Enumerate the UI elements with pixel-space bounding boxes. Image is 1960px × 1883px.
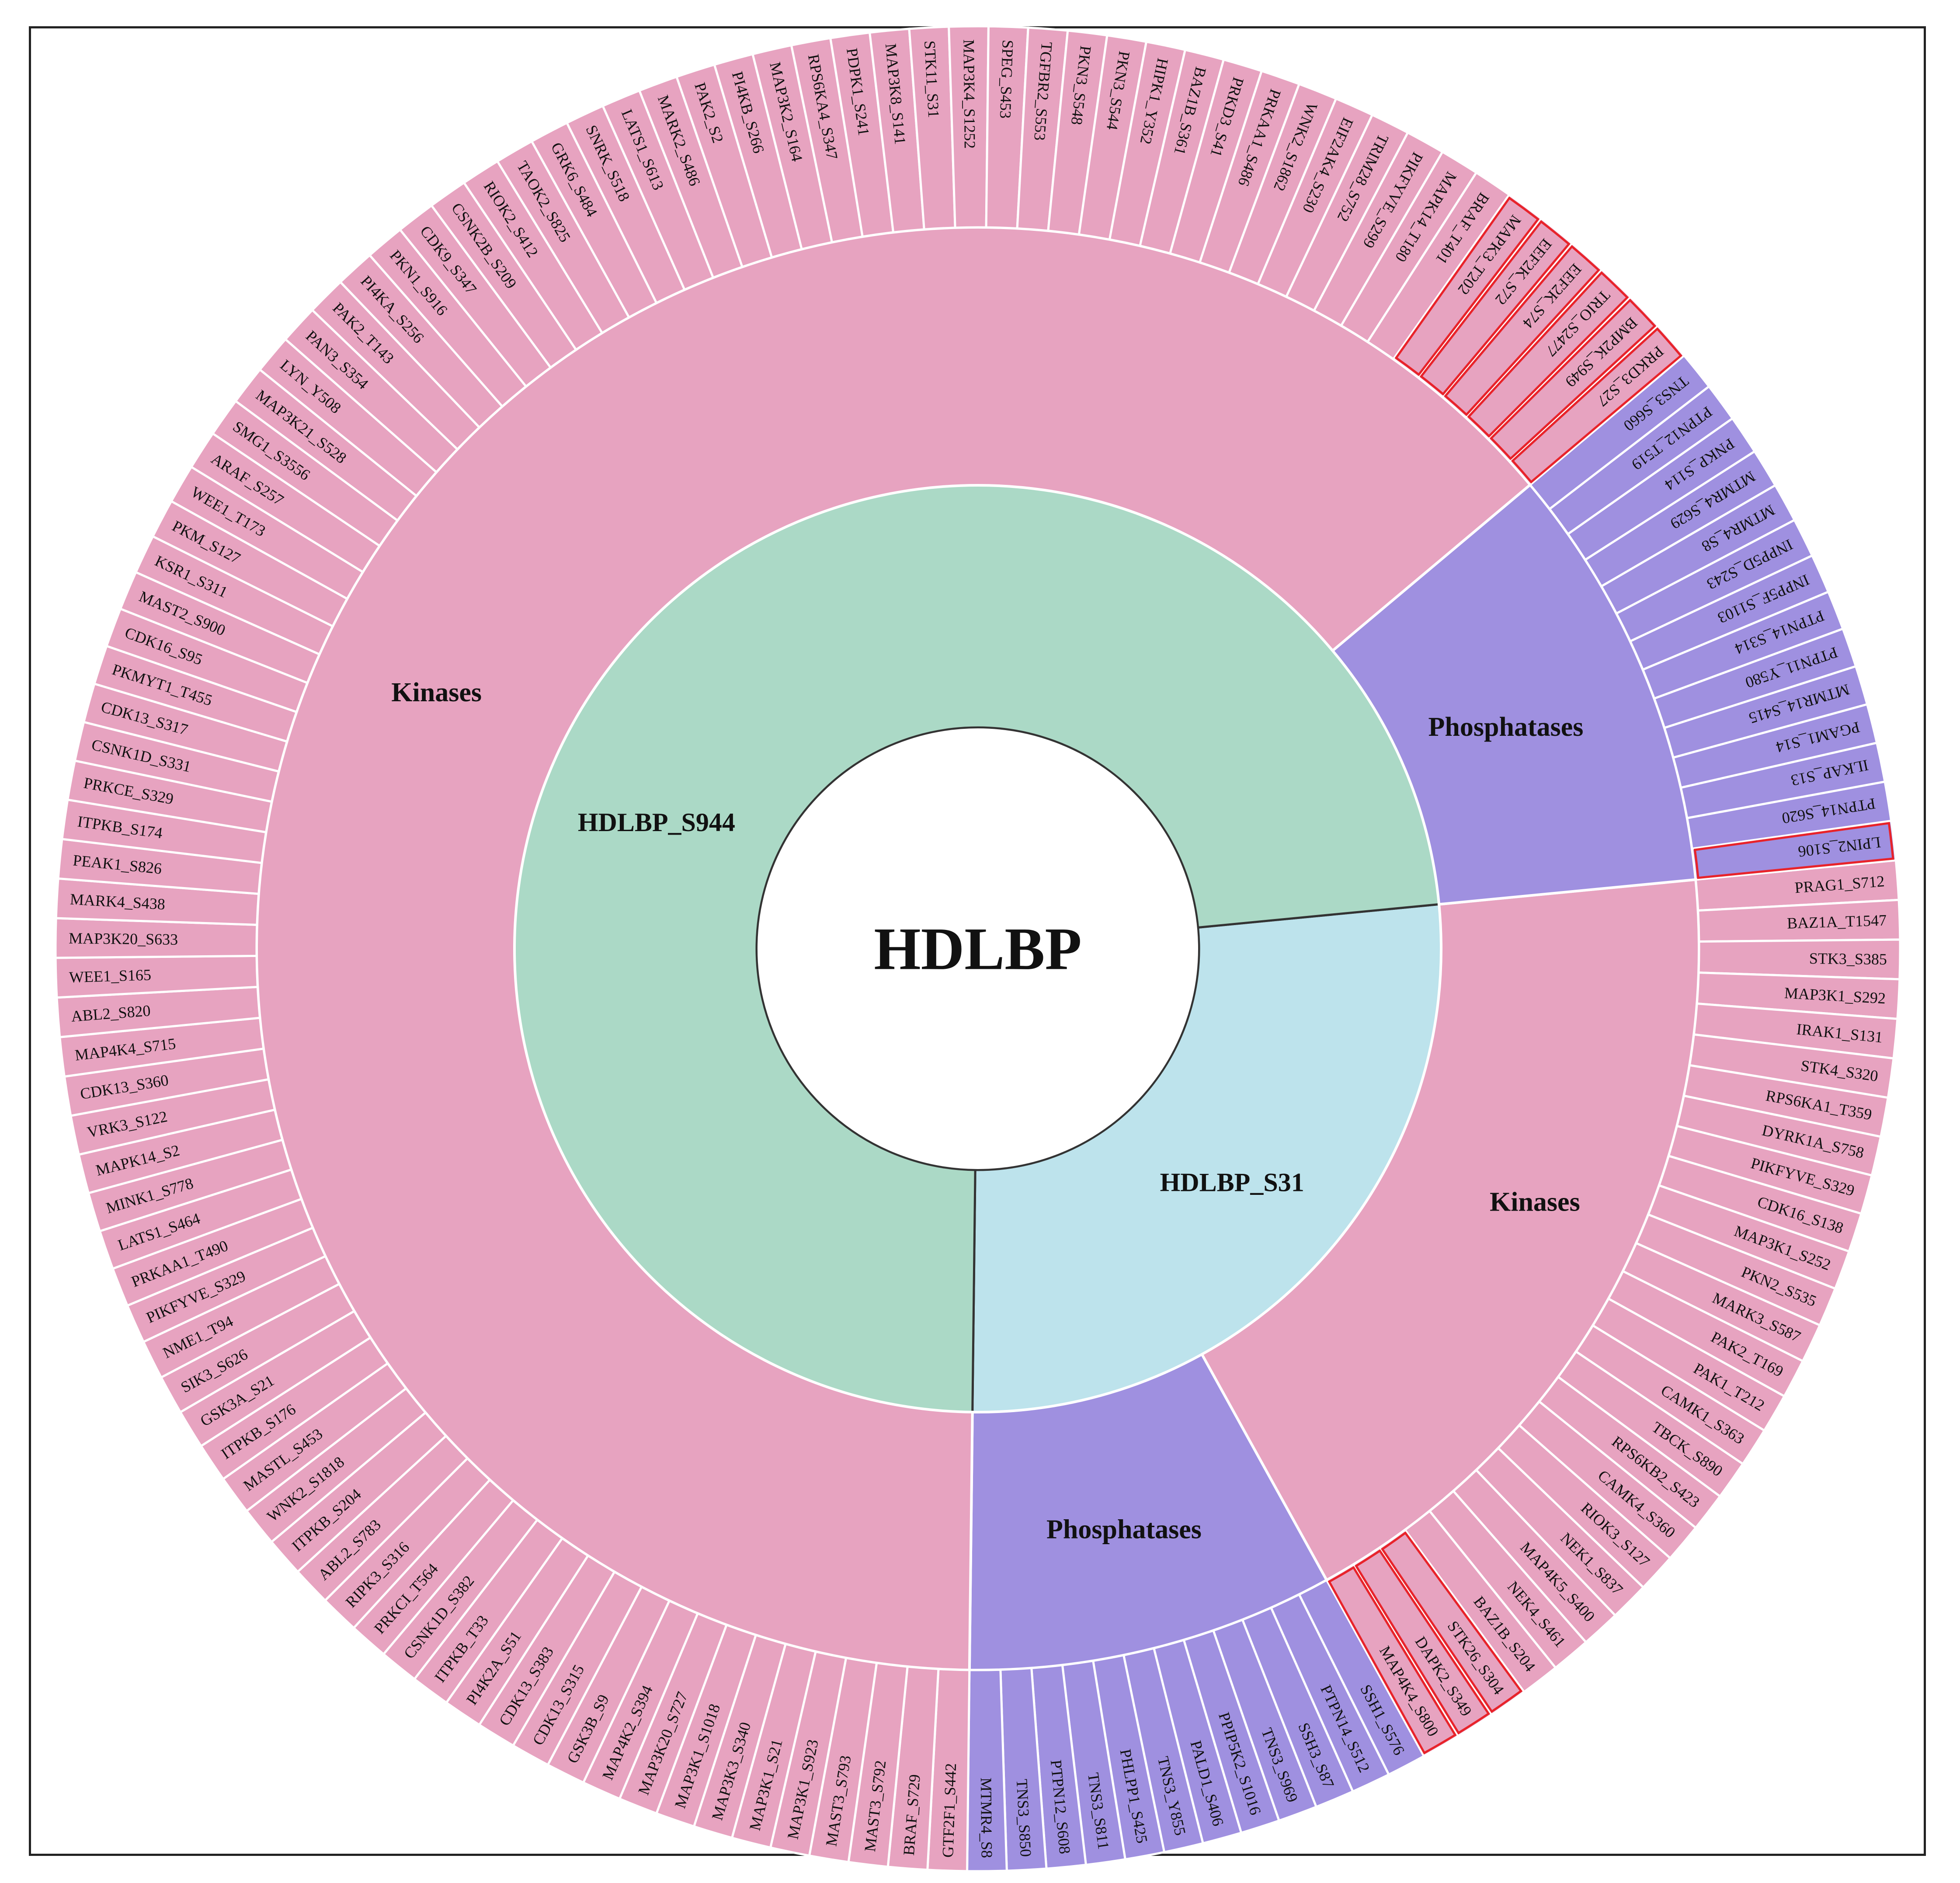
site-label-hdlbp-s944: HDLBP_S944 [578, 808, 735, 837]
category-label-hdlbp-s31-kinases: Kinases [1490, 1187, 1580, 1217]
leaf-label-baz1a-t1547: BAZ1A_T1547 [1786, 912, 1887, 932]
leaf-label-map3k20-s633: MAP3K20_S633 [69, 929, 178, 948]
leaf-wedge-lpin2-s106 [1691, 819, 1897, 881]
leaf-label-gtf2f1-s442: GTF2F1_S442 [939, 1763, 959, 1858]
category-label-hdlbp-s944-phosphatases: Phosphatases [1428, 712, 1584, 742]
leaf-label-speg-s453: SPEG_S453 [997, 39, 1017, 118]
highlight-box-eef2k-s72 [1419, 220, 1571, 396]
highlight-box-trio-s2477 [1467, 271, 1629, 438]
highlight-box-mapk3-t202 [1394, 196, 1540, 376]
category-label-hdlbp-s944-kinases: Kinases [391, 678, 482, 707]
highlight-box-eef2k-s74 [1444, 245, 1600, 416]
leaf-label-wee1-s165: WEE1_S165 [69, 966, 151, 986]
highlight-box-lpin2-s106 [1693, 821, 1894, 879]
leaf-label-stk11-s31: STK11_S31 [921, 40, 942, 118]
highlight-box-map4k4-s800 [1328, 1566, 1457, 1754]
highlight-boxes [1328, 196, 1894, 1754]
highlight-box-bmp2k-s949 [1489, 299, 1657, 460]
highlight-box-dapk2-s349 [1355, 1549, 1490, 1735]
center-label: HDLBP [874, 915, 1081, 982]
kinase-phosphatase-ring: PRAG1_S712BAZ1A_T1547STK3_S385MAP3K1_S29… [54, 25, 1901, 1873]
center-disc [756, 727, 1200, 1171]
leaf-label-map3k4-s1252: MAP3K4_S1252 [960, 39, 978, 149]
leaf-label-tns3-s850: TNS3_S850 [1013, 1779, 1035, 1857]
category-label-hdlbp-s31-phosphatases: Phosphatases [1046, 1515, 1202, 1545]
leaf-label-stk3-s385: STK3_S385 [1809, 950, 1887, 968]
leaf-label-mtmr4-s8: MTMR4_S8 [977, 1778, 996, 1858]
highlight-box-prkd3-s27 [1511, 327, 1682, 484]
site-label-hdlbp-s31: HDLBP_S31 [1160, 1168, 1304, 1197]
highlight-box-stk26-s304 [1380, 1531, 1523, 1713]
